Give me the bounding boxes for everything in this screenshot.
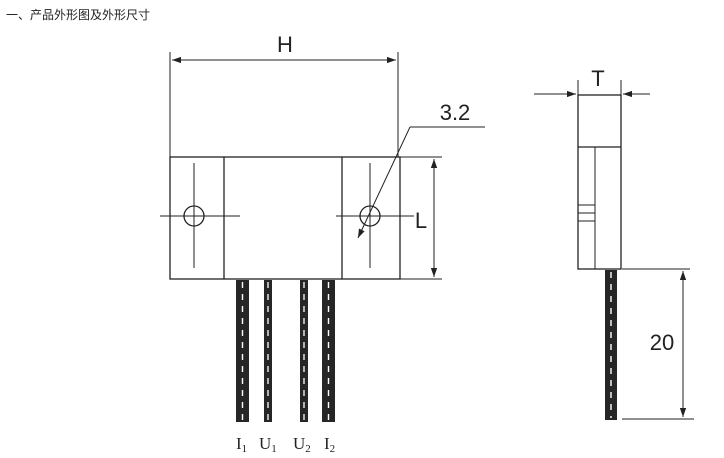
lead-i2: [322, 280, 335, 422]
height-label: L: [415, 208, 427, 233]
pin-label-u1: U1: [259, 434, 277, 455]
lead-length-label: 20: [650, 330, 674, 355]
pin-label-u2: U2: [293, 434, 311, 455]
right-hole: [336, 205, 414, 227]
page-heading: 一、产品外形图及外形尺寸: [6, 8, 151, 22]
lead-u1: [264, 280, 272, 422]
body-outline: [169, 156, 401, 280]
width-label: H: [277, 32, 293, 57]
pin-label-i1: I1: [236, 434, 247, 455]
pin-label-i2: I2: [324, 434, 335, 455]
hole-diameter-label: 3.2: [440, 100, 471, 125]
front-leads: [236, 280, 335, 422]
thickness-label: T: [591, 66, 604, 91]
side-body-outline: [577, 94, 622, 270]
lead-i1: [236, 280, 249, 422]
left-hole: [160, 205, 240, 227]
lead-u2: [300, 280, 308, 422]
side-view: [534, 80, 694, 420]
front-view: [160, 52, 485, 280]
side-lead: [605, 270, 617, 420]
